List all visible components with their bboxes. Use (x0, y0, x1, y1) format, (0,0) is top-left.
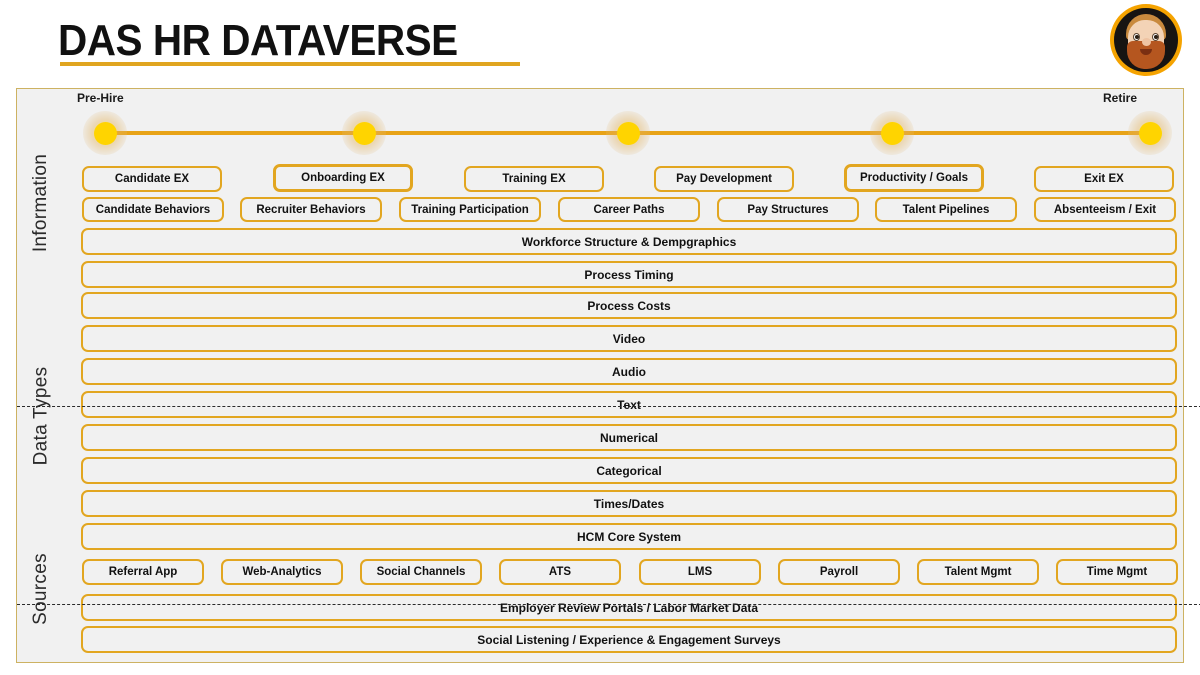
source-pill-talent-mgmt[interactable]: Talent Mgmt (917, 559, 1039, 585)
info-row-process-timing[interactable]: Process Timing (81, 261, 1177, 288)
source-pill-lms[interactable]: LMS (639, 559, 761, 585)
datatype-row-times-dates[interactable]: Times/Dates (81, 490, 1177, 517)
source-row-social-listening[interactable]: Social Listening / Experience & Engageme… (81, 626, 1177, 653)
section-sources: Sources HCM Core System Referral App Web… (17, 515, 1185, 662)
source-pill-payroll[interactable]: Payroll (778, 559, 900, 585)
info-pill-absenteeism-exit[interactable]: Absenteeism / Exit (1034, 197, 1176, 222)
timeline-node-2[interactable] (342, 111, 386, 155)
timeline-node-5[interactable] (1128, 111, 1172, 155)
section-divider-1 (17, 406, 1200, 407)
source-row-employer-review-portals[interactable]: Employer Review Portals / Labor Market D… (81, 594, 1177, 621)
timeline-node-4[interactable] (870, 111, 914, 155)
info-pill-pay-development[interactable]: Pay Development (654, 166, 794, 192)
avatar-pupil-right-icon (1154, 35, 1158, 39)
timeline-start-label: Pre-Hire (77, 91, 124, 105)
info-pill-recruiter-behaviors[interactable]: Recruiter Behaviors (240, 197, 382, 222)
info-pill-talent-pipelines[interactable]: Talent Pipelines (875, 197, 1017, 222)
info-pill-exit-ex[interactable]: Exit EX (1034, 166, 1174, 192)
source-pill-ats[interactable]: ATS (499, 559, 621, 585)
avatar-mouth-icon (1140, 49, 1152, 55)
info-row-process-costs[interactable]: Process Costs (81, 292, 1177, 319)
source-pill-social-channels[interactable]: Social Channels (360, 559, 482, 585)
avatar-pupil-left-icon (1135, 35, 1139, 39)
timeline-dot-icon (93, 121, 117, 145)
timeline-node-3[interactable] (606, 111, 650, 155)
info-pill-candidate-ex[interactable]: Candidate EX (82, 166, 222, 192)
datatype-row-video[interactable]: Video (81, 325, 1177, 352)
timeline-dot-icon (616, 121, 640, 145)
info-pill-productivity-goals[interactable]: Productivity / Goals (844, 164, 984, 192)
info-pill-career-paths[interactable]: Career Paths (558, 197, 700, 222)
page-title: DAS HR DATAVERSE (58, 16, 458, 65)
section-label-information: Information (30, 153, 52, 252)
section-data-types: Data Types Video Audio Text Numerical Ca… (17, 318, 1185, 517)
datatype-row-categorical[interactable]: Categorical (81, 457, 1177, 484)
section-divider-2 (17, 604, 1200, 605)
info-pill-candidate-behaviors[interactable]: Candidate Behaviors (82, 197, 224, 222)
employee-lifecycle-timeline: Pre-Hire Retire (65, 89, 1185, 161)
timeline-node-1[interactable] (83, 111, 127, 155)
section-information: Information Pre-Hire Retire Candidate EX… (17, 89, 1185, 319)
info-pill-training-participation[interactable]: Training Participation (399, 197, 541, 222)
timeline-end-label: Retire (1103, 91, 1138, 105)
avatar-face (1114, 8, 1178, 72)
source-row-hcm-core-system[interactable]: HCM Core System (81, 523, 1177, 550)
source-pill-web-analytics[interactable]: Web-Analytics (221, 559, 343, 585)
avatar-nose-icon (1142, 38, 1151, 46)
timeline-dot-icon (880, 121, 904, 145)
source-pill-referral-app[interactable]: Referral App (82, 559, 204, 585)
timeline-dot-icon (352, 121, 376, 145)
datatype-row-numerical[interactable]: Numerical (81, 424, 1177, 451)
section-label-sources: Sources (30, 552, 51, 625)
avatar (1110, 4, 1182, 76)
section-label-data-types: Data Types (30, 366, 52, 465)
info-pill-training-ex[interactable]: Training EX (464, 166, 604, 192)
datatype-row-text[interactable]: Text (81, 391, 1177, 418)
dataverse-board: Information Pre-Hire Retire Candidate EX… (16, 88, 1200, 663)
info-pill-onboarding-ex[interactable]: Onboarding EX (273, 164, 413, 192)
header: DAS HR DATAVERSE (0, 0, 1200, 86)
info-pill-pay-structures[interactable]: Pay Structures (717, 197, 859, 222)
source-pill-time-mgmt[interactable]: Time Mgmt (1056, 559, 1178, 585)
datatype-row-audio[interactable]: Audio (81, 358, 1177, 385)
info-row-workforce-structure[interactable]: Workforce Structure & Dempgraphics (81, 228, 1177, 255)
title-underline (60, 62, 520, 66)
timeline-dot-icon (1138, 121, 1162, 145)
